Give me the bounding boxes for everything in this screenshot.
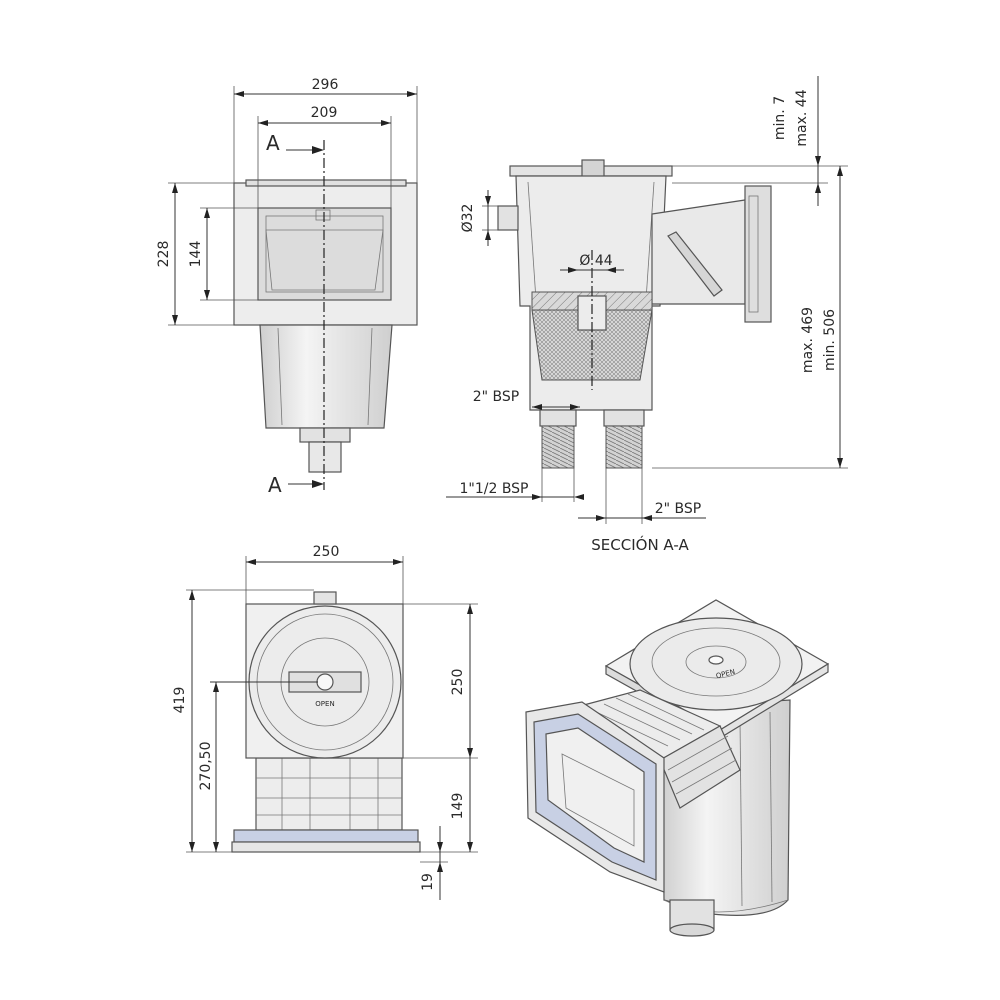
front-outlet-collar: [299, 427, 351, 443]
section-throat: [651, 199, 746, 305]
dim-bsp-2-lower: 2" BSP: [655, 501, 701, 517]
dim-top-width: 250: [313, 544, 340, 560]
dim-top-height-base: 149: [450, 793, 466, 820]
top-mouth-flange: [231, 841, 421, 853]
section-side-pipe: [497, 205, 519, 231]
dim-height-min: min. 506: [822, 309, 838, 371]
front-body: [259, 324, 393, 429]
top-lid-label: OPEN: [315, 700, 334, 708]
section-gasket: [748, 195, 759, 313]
dim-lid-max: max. 44: [794, 89, 810, 146]
top-lid-knob: [316, 673, 334, 691]
dim-width-outer: 296: [312, 77, 339, 93]
dim-top-flange: 19: [420, 873, 436, 891]
dim-top-height-total: 419: [172, 687, 188, 714]
front-view: A A 296 209 228 144: [156, 77, 418, 497]
section-mark-bottom: A: [268, 473, 282, 497]
dim-height-max: max. 469: [800, 307, 816, 373]
section-view: Ø32 Ø 44 2" BSP 1"1/2 BSP 2" BSP SECCIÓN…: [446, 76, 848, 554]
iso-view: OPEN: [525, 599, 830, 937]
dim-pipe-diameter: Ø32: [460, 204, 476, 233]
section-outlet-2-bsp: [605, 425, 643, 469]
top-base-cage: [255, 757, 403, 831]
front-lid-rim: [245, 179, 407, 187]
top-mouth-gasket: [233, 829, 419, 843]
dim-top-height-lid: 250: [450, 669, 466, 696]
section-outlet-1-5-bsp: [541, 425, 575, 469]
dim-bsp-2-upper: 2" BSP: [473, 389, 519, 405]
dim-height-face: 228: [156, 241, 172, 268]
dim-top-height-axis: 270,50: [198, 742, 214, 791]
front-weir-hinge: [315, 209, 331, 221]
dim-width-mouth: 209: [311, 105, 338, 121]
section-title: SECCIÓN A-A: [591, 535, 689, 554]
front-outlet-pipe: [308, 441, 342, 473]
top-view: OPEN 250 419 270,50 250 149: [172, 544, 478, 900]
dim-height-mouth: 144: [188, 241, 204, 268]
dim-bsp-1-5: 1"1/2 BSP: [459, 481, 528, 497]
section-weir-flap: [667, 231, 723, 297]
iso-weir-flap: [561, 753, 635, 847]
dim-lid-min: min. 7: [772, 96, 788, 140]
dim-basket-diameter: Ø 44: [579, 253, 612, 269]
section-mark-top: A: [266, 131, 280, 155]
front-weir-flap: [265, 229, 384, 291]
iso-mouth-opening: [545, 727, 645, 863]
